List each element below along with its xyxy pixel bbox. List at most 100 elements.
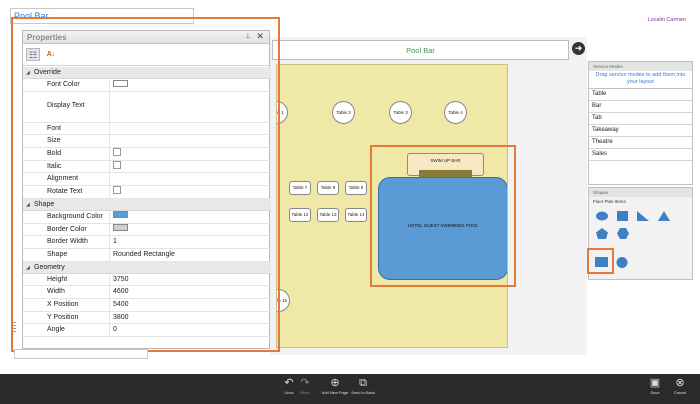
property-value xyxy=(110,160,271,173)
property-value[interactable] xyxy=(110,211,271,223)
property-value[interactable] xyxy=(110,79,271,91)
send-to-back-icon: ⧉ xyxy=(359,377,367,389)
circle-shape-icon[interactable] xyxy=(615,256,629,269)
shapes-panel: Shapes Floor Plan Items xyxy=(588,187,693,280)
italic-checkbox[interactable] xyxy=(113,160,121,169)
hexagon-shape-icon[interactable] xyxy=(616,227,630,240)
user-name[interactable]: Lucalin Carmen xyxy=(647,17,686,23)
redo-button[interactable]: ↷ Redo xyxy=(298,377,312,396)
property-row-alignment[interactable]: Alignment xyxy=(23,173,271,187)
categorized-icon[interactable]: ☷ xyxy=(26,48,40,61)
table-9[interactable]: Table 9 xyxy=(345,181,367,195)
bottom-field[interactable] xyxy=(14,349,148,359)
save-button[interactable]: ▣ Save xyxy=(648,377,662,396)
category-shape-label: Shape xyxy=(34,200,55,208)
property-value[interactable]: 3750 xyxy=(113,275,129,283)
table-12[interactable]: Table 12 xyxy=(289,208,311,222)
category-override[interactable]: ◢Override xyxy=(23,67,271,79)
category-geometry-label: Geometry xyxy=(34,263,65,271)
service-modes-header: Service Modes xyxy=(589,62,692,71)
property-label: X Position xyxy=(23,298,110,311)
rectangle-shape-highlight xyxy=(587,248,614,274)
close-icon[interactable]: ✕ xyxy=(256,31,264,41)
page-name-input[interactable]: Pool Bar xyxy=(10,8,194,24)
property-value[interactable] xyxy=(110,224,271,236)
property-value[interactable]: Rounded Rectangle xyxy=(113,250,175,258)
right-triangle-shape-icon[interactable] xyxy=(636,210,650,222)
property-row-display-text[interactable]: Display Text xyxy=(23,91,271,123)
property-label: Y Position xyxy=(23,311,110,324)
service-mode-takeaway[interactable]: Takeaway xyxy=(589,125,692,137)
service-modes-panel: Service Modes Drag service modes to add … xyxy=(588,61,693,185)
property-value[interactable]: 4600 xyxy=(113,288,129,296)
table-4[interactable]: Table 4 xyxy=(444,101,467,124)
service-mode-bar[interactable]: Bar xyxy=(589,101,692,113)
table-13[interactable]: Table 13 xyxy=(317,208,339,222)
table-3[interactable]: Table 3 xyxy=(389,101,412,124)
add-new-page-button[interactable]: ⊕ Add New Page xyxy=(318,377,352,396)
service-mode-sales[interactable]: Sales xyxy=(589,149,692,161)
pentagon-shape-icon[interactable] xyxy=(595,227,609,240)
service-mode-table[interactable]: Table xyxy=(589,89,692,101)
floor-plan-canvas[interactable]: Table 1 Table 2 Table 3 Table 4 Table 15… xyxy=(276,64,508,348)
bar-counter[interactable] xyxy=(419,170,472,178)
pool-label: HOTEL GUEST SWIMMING POOL xyxy=(407,223,479,228)
font-color-swatch[interactable] xyxy=(113,79,128,87)
bold-checkbox[interactable] xyxy=(113,148,121,157)
arrow-right-circle-icon[interactable]: ➜ xyxy=(572,42,585,55)
property-row-size[interactable]: Size xyxy=(23,135,271,149)
send-to-back-button[interactable]: ⧉ Send to Back xyxy=(350,377,376,396)
background-color-swatch[interactable] xyxy=(113,211,128,219)
undo-button[interactable]: ↶ Undo xyxy=(282,377,296,396)
service-mode-theatre[interactable]: Theatre xyxy=(589,137,692,149)
property-row-rotate-text[interactable]: Rotate Text xyxy=(23,186,271,199)
property-value[interactable]: 0 xyxy=(113,326,117,334)
bottom-toolbar: ↶ Undo ↷ Redo ⊕ Add New Page ⧉ Send to B… xyxy=(0,374,700,404)
resize-gripper[interactable] xyxy=(13,322,16,332)
undo-label: Undo xyxy=(284,390,294,395)
selected-shape-highlight xyxy=(370,145,516,287)
category-geometry[interactable]: ◢ Geometry xyxy=(23,261,271,274)
table-2[interactable]: Table 2 xyxy=(332,101,355,124)
table-8[interactable]: Table 8 xyxy=(317,181,339,195)
property-value[interactable]: 1 xyxy=(113,238,117,246)
redo-label: Redo xyxy=(300,390,310,395)
swimming-pool-shape[interactable]: HOTEL GUEST SWIMMING POOL xyxy=(378,177,507,280)
property-row-border-color[interactable]: Border Color xyxy=(23,223,271,237)
property-value[interactable]: 5400 xyxy=(113,300,129,308)
square-shape-icon[interactable] xyxy=(616,210,630,222)
category-shape[interactable]: ◢Shape xyxy=(23,198,271,211)
property-row-font[interactable]: Font xyxy=(23,122,271,136)
table-7[interactable]: Table 7 xyxy=(289,181,311,195)
border-color-swatch[interactable] xyxy=(113,224,128,232)
property-label: Italic xyxy=(23,160,110,173)
property-row-font-color[interactable]: Font Color xyxy=(23,79,271,92)
property-label: Display Text xyxy=(23,91,110,122)
pin-icon[interactable]: ⊥ xyxy=(244,33,251,40)
property-value[interactable]: 3800 xyxy=(113,313,129,321)
property-value xyxy=(110,186,271,198)
property-row-background-color[interactable]: Background Color xyxy=(23,210,271,224)
property-row-bold[interactable]: Bold xyxy=(23,148,271,161)
property-row-italic[interactable]: Italic xyxy=(23,160,271,174)
ellipse-shape-icon[interactable] xyxy=(595,210,609,222)
property-label: Size xyxy=(23,135,110,148)
add-new-page-label: Add New Page xyxy=(321,390,349,395)
table-14[interactable]: Table 14 xyxy=(345,208,367,222)
service-modes-hint: Drag service modes to add them into your… xyxy=(595,72,686,85)
rectangle-shape-icon[interactable] xyxy=(594,256,609,268)
cancel-button[interactable]: ⊗ Cancel xyxy=(672,377,688,396)
sort-alphabetical-icon[interactable]: A↓ xyxy=(46,51,56,58)
cancel-icon: ⊗ xyxy=(675,377,685,389)
triangle-shape-icon[interactable] xyxy=(657,210,671,222)
collapse-icon: ◢ xyxy=(26,264,30,271)
service-mode-tab[interactable]: Tab xyxy=(589,113,692,125)
rotate-text-checkbox[interactable] xyxy=(113,186,121,195)
